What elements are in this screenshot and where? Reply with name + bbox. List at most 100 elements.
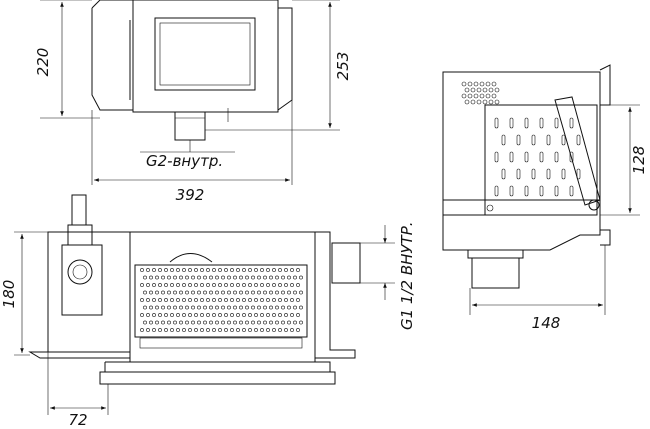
slot	[509, 117, 514, 129]
vent-hole	[467, 81, 473, 87]
slot	[554, 117, 559, 129]
hole	[164, 268, 168, 272]
dim-392: 392	[176, 186, 205, 204]
hole	[179, 320, 183, 325]
hole	[188, 298, 192, 302]
hole	[191, 275, 195, 280]
hole	[245, 290, 249, 295]
slot	[501, 134, 506, 146]
hole	[149, 305, 153, 310]
hole	[140, 283, 144, 287]
hole	[269, 305, 273, 310]
hole	[164, 313, 168, 317]
hole	[152, 328, 156, 332]
hole	[296, 283, 300, 287]
hole	[272, 268, 276, 272]
hole	[161, 305, 165, 310]
hole	[221, 320, 225, 325]
hole	[149, 320, 153, 325]
hole	[158, 283, 162, 287]
hole	[152, 283, 156, 287]
hole	[224, 313, 228, 317]
hole	[161, 290, 165, 295]
hole	[203, 305, 207, 310]
vent-hole	[473, 81, 479, 87]
hole	[227, 305, 231, 310]
hole	[176, 298, 180, 302]
hole	[194, 298, 198, 302]
slot	[516, 168, 521, 180]
hole	[143, 305, 147, 310]
hole	[146, 313, 150, 317]
hole	[236, 328, 240, 332]
hole	[233, 320, 237, 325]
hole	[191, 305, 195, 310]
hole	[239, 275, 243, 280]
hole	[161, 320, 165, 325]
slot	[554, 151, 559, 163]
hole	[224, 283, 228, 287]
hole	[206, 328, 210, 332]
dim-72: 72	[68, 411, 87, 429]
hole	[200, 283, 204, 287]
hole	[236, 298, 240, 302]
vent-hole	[488, 99, 494, 105]
hole	[299, 305, 303, 310]
vent-hole	[464, 99, 470, 105]
hole	[260, 298, 264, 302]
hole	[272, 313, 276, 317]
hole	[179, 305, 183, 310]
hole	[287, 305, 291, 310]
hole	[233, 275, 237, 280]
hole	[242, 298, 246, 302]
hole	[209, 305, 213, 310]
hole	[248, 298, 252, 302]
hole	[155, 275, 159, 280]
hole	[146, 298, 150, 302]
hole	[146, 268, 150, 272]
hole	[278, 268, 282, 272]
hole	[224, 268, 228, 272]
hole	[236, 268, 240, 272]
hole	[224, 298, 228, 302]
hole	[296, 298, 300, 302]
hole	[278, 298, 282, 302]
hole	[287, 320, 291, 325]
hole	[230, 268, 234, 272]
hole	[179, 290, 183, 295]
hole	[182, 268, 186, 272]
hole	[242, 328, 246, 332]
hole	[215, 290, 219, 295]
hole	[176, 328, 180, 332]
top-view: 220 253 G2-внутр. 392	[34, 0, 352, 204]
hole	[215, 320, 219, 325]
hole	[155, 320, 159, 325]
hole	[218, 283, 222, 287]
hole	[209, 275, 213, 280]
hole	[266, 328, 270, 332]
hole	[263, 275, 267, 280]
hole	[251, 290, 255, 295]
hole	[266, 268, 270, 272]
hole	[269, 320, 273, 325]
vent-hole	[491, 93, 497, 99]
hole	[227, 290, 231, 295]
hole	[278, 328, 282, 332]
hole	[149, 290, 153, 295]
hole	[182, 313, 186, 317]
hole	[212, 328, 216, 332]
hole	[188, 268, 192, 272]
hole	[260, 313, 264, 317]
hole	[170, 328, 174, 332]
hole	[200, 328, 204, 332]
hole	[257, 290, 261, 295]
hole	[158, 298, 162, 302]
hole	[236, 283, 240, 287]
hole	[197, 290, 201, 295]
hole	[269, 290, 273, 295]
hole	[140, 328, 144, 332]
hole	[293, 290, 297, 295]
vent-hole	[488, 87, 494, 93]
hole	[215, 275, 219, 280]
side-view: 128 148	[442, 64, 648, 332]
